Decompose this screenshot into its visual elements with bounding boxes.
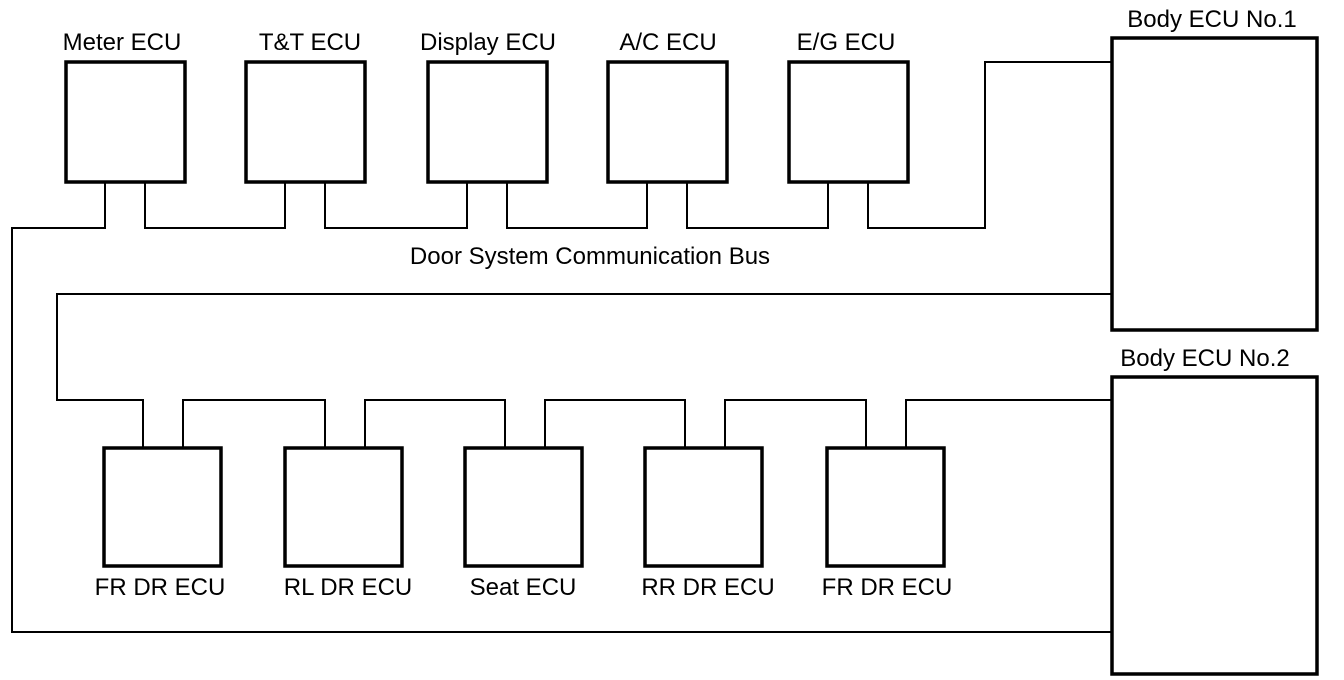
fr-dr-ecu-box	[102, 446, 223, 568]
display-ecu-label: Display ECU	[420, 29, 556, 56]
bottom-ecu-row: FR DR ECU RL DR ECU Seat ECU RR DR ECU F…	[95, 446, 953, 601]
meter-ecu-box	[64, 60, 187, 184]
body1-to-bottom-bus-wire	[56, 293, 1112, 448]
ac-ecu-box	[606, 60, 729, 184]
meter-ecu-label: Meter ECU	[63, 29, 182, 56]
body-ecu-no2-label: Body ECU No.2	[1120, 345, 1289, 372]
top-ecu-row: Meter ECU T&T ECU Display ECU A/C ECU E/…	[63, 29, 910, 184]
bottom-bus-wire	[182, 399, 1112, 448]
rl-dr-ecu-box	[283, 446, 404, 568]
body-ecu-no1-box	[1110, 36, 1319, 332]
seat-ecu-box	[463, 446, 584, 568]
rl-dr-ecu-label: RL DR ECU	[284, 574, 412, 601]
rr-dr-ecu-label: RR DR ECU	[641, 574, 774, 601]
fr-dr-ecu-2-box	[825, 446, 946, 568]
tt-ecu-box	[244, 60, 367, 184]
seat-ecu-label: Seat ECU	[470, 574, 577, 601]
fr-dr-ecu-label: FR DR ECU	[95, 574, 226, 601]
body-ecu-no2-box	[1110, 375, 1319, 676]
fr-dr-ecu-2-label: FR DR ECU	[822, 574, 953, 601]
bus-label: Door System Communication Bus	[410, 243, 770, 270]
tt-ecu-label: T&T ECU	[259, 29, 361, 56]
display-ecu-box	[426, 60, 549, 184]
body-ecu-column: Body ECU No.1 Body ECU No.2	[1110, 6, 1319, 676]
top-bus-wire	[144, 61, 1112, 229]
eg-ecu-box	[787, 60, 910, 184]
ac-ecu-label: A/C ECU	[619, 29, 716, 56]
body-ecu-no1-label: Body ECU No.1	[1127, 6, 1296, 33]
outer-loop-wire	[11, 182, 1112, 633]
rr-dr-ecu-box	[643, 446, 764, 568]
eg-ecu-label: E/G ECU	[797, 29, 896, 56]
wiring	[11, 61, 1112, 633]
